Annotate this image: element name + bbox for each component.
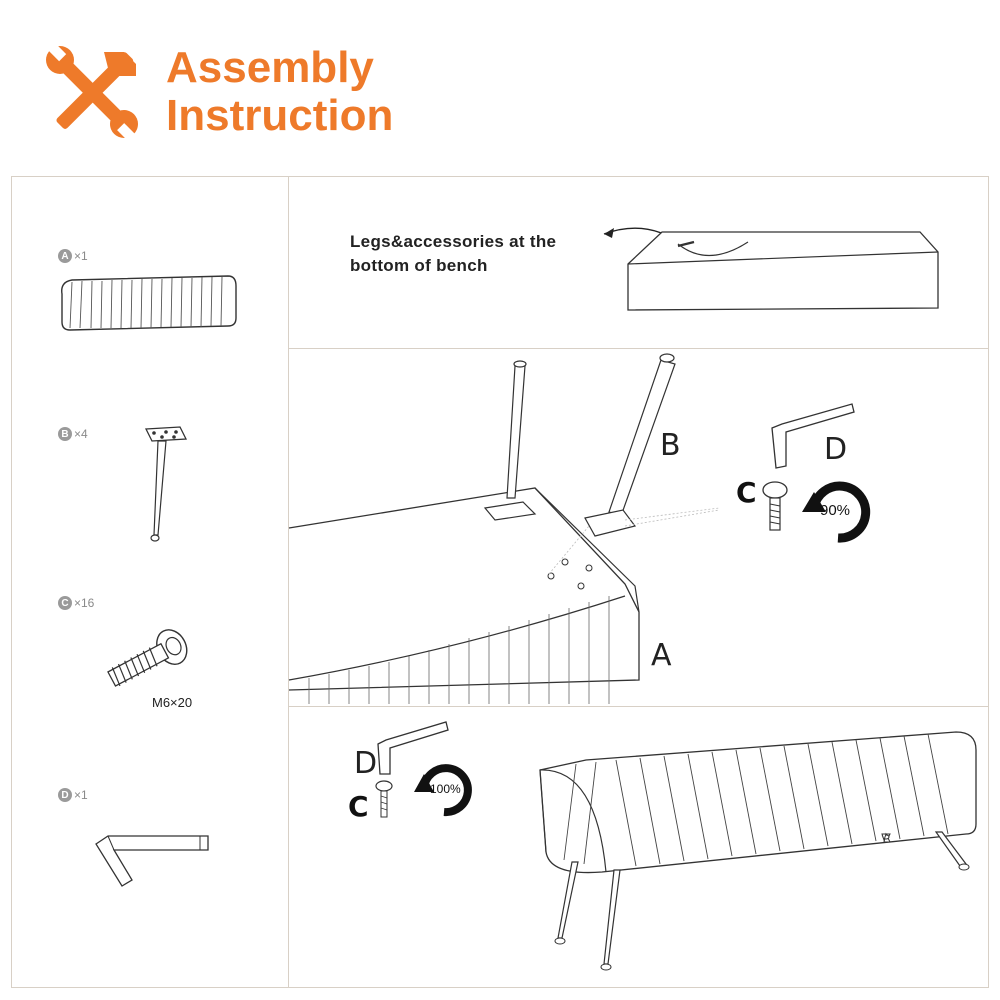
rotation-90: 90% [820, 502, 851, 519]
rotate-clockwise-icon-step3 [414, 764, 472, 817]
label-screw-c-step3: C [348, 790, 369, 823]
hex-key-icon [95, 835, 209, 887]
part-d-qty: ×1 [74, 788, 88, 802]
part-b-qty: ×4 [74, 427, 88, 441]
screw-icon-step2 [762, 481, 788, 531]
label-screw-c: C [736, 476, 757, 509]
step-divider-2 [288, 706, 989, 707]
bench-top-icon [61, 275, 237, 331]
label-bench-a: A [651, 638, 672, 673]
assembled-bench-illustration [539, 731, 977, 971]
part-a-badge: A [58, 249, 72, 263]
bench-bottom-illustration [603, 227, 939, 311]
instruction-frame [11, 176, 989, 988]
leg-icon [144, 426, 188, 542]
step1-note-line1: Legs&accessories at the [350, 232, 557, 251]
rotate-clockwise-icon [802, 481, 871, 543]
screw-icon [107, 629, 188, 687]
part-b-label: B ×4 [58, 427, 88, 441]
label-leg-b: B [660, 428, 681, 463]
part-d-badge: D [58, 788, 72, 802]
screw-icon-step3 [375, 780, 393, 818]
part-a-qty: ×1 [74, 249, 88, 263]
page-title-line2: Instruction [166, 91, 394, 140]
part-c-badge: C [58, 596, 72, 610]
step1-note-line2: bottom of bench [350, 256, 488, 275]
part-c-label: C ×16 [58, 596, 94, 610]
screw-spec: M6×20 [152, 695, 193, 710]
wrench-hammer-icon [46, 42, 138, 143]
part-d-label: D ×1 [58, 788, 88, 802]
part-a-label: A ×1 [58, 249, 88, 263]
step-divider-1 [288, 348, 989, 349]
step1-note: Legs&accessories at the bottom of bench [350, 230, 556, 278]
rotation-100: 100% [430, 782, 461, 796]
part-c-qty: ×16 [74, 596, 95, 610]
label-wrench-d: D [824, 432, 848, 467]
page-title-line1: Assembly [166, 43, 374, 92]
hex-key-icon-step3 [377, 721, 449, 775]
label-wrench-d-step3: D [354, 746, 378, 781]
column-divider [288, 176, 289, 988]
hex-key-icon-step2 [771, 403, 855, 469]
leg-attach-illustration [288, 353, 720, 704]
part-b-badge: B [58, 427, 72, 441]
